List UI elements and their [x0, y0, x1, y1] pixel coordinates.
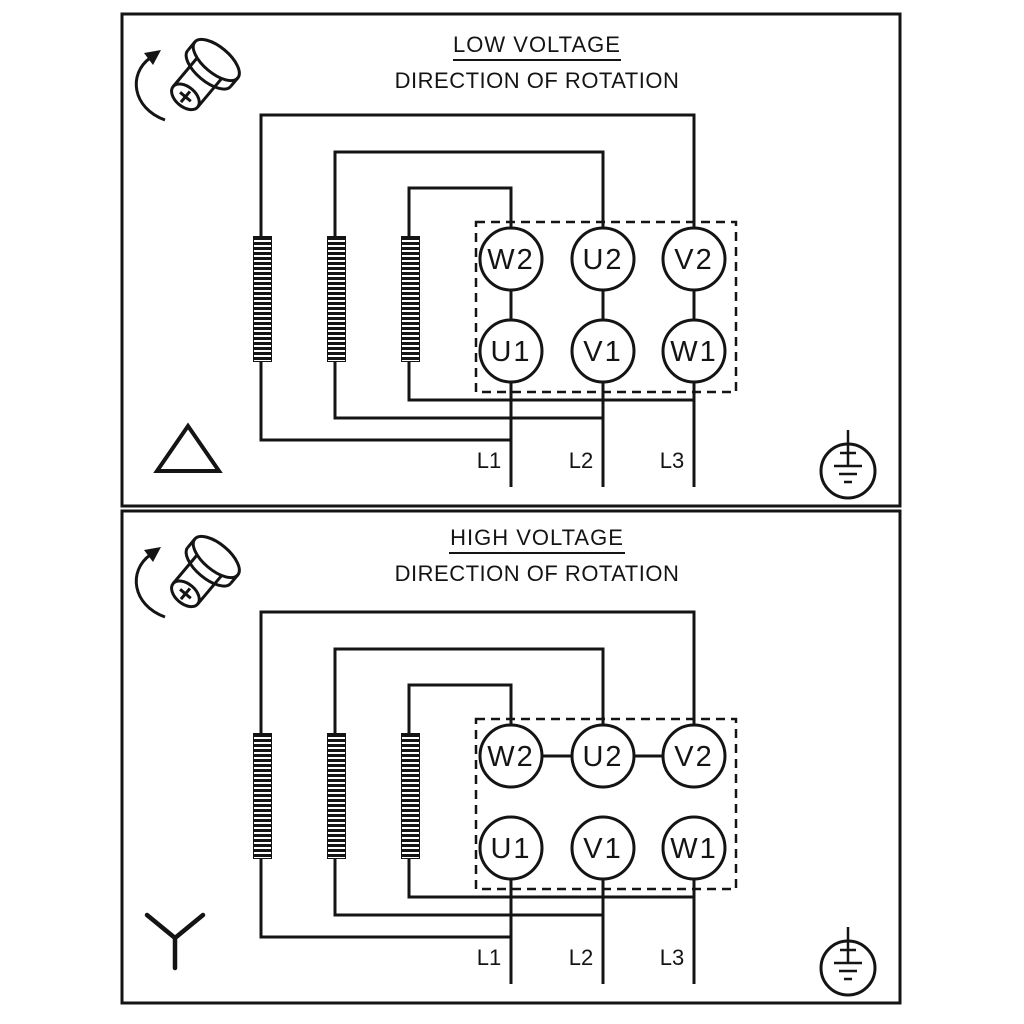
terminal-label: W1: [670, 833, 718, 865]
rotation-arrow: [134, 56, 166, 122]
terminal-label: U2: [582, 741, 623, 773]
ground-icon: [819, 430, 877, 500]
wire: [333, 647, 605, 917]
wires: [259, 113, 696, 487]
panel-subtitle: DIRECTION OF ROTATION: [395, 561, 680, 586]
terminal-block: [474, 717, 738, 891]
winding-coil-icon: [327, 236, 346, 362]
winding-coil-icon: [253, 733, 272, 859]
panel-border: [120, 12, 902, 508]
panel-subtitle: DIRECTION OF ROTATION: [395, 68, 680, 93]
wire: [407, 186, 694, 402]
terminal-u2: U2: [570, 226, 636, 292]
terminal-label: V1: [583, 336, 622, 368]
terminal-v1: V1: [570, 318, 636, 384]
wires: [259, 610, 696, 984]
terminal-u1: U1: [478, 815, 544, 881]
terminal-label: U2: [582, 244, 623, 276]
terminal-label: W1: [670, 336, 718, 368]
terminal-label: U1: [490, 833, 531, 865]
terminal-label: U1: [490, 336, 531, 368]
winding-coil-icon: [253, 236, 272, 362]
rotation-arrow: [134, 553, 166, 619]
terminal-w2: W2: [478, 226, 544, 292]
lead-label-l1: L1: [477, 448, 501, 473]
terminal-v2: V2: [661, 226, 727, 292]
lead-label-l1: L1: [477, 945, 501, 970]
terminal-w1: W1: [661, 318, 727, 384]
rotation-arrowhead: [144, 50, 161, 65]
wire: [407, 683, 694, 899]
terminal-u1: U1: [478, 318, 544, 384]
panel-title: HIGH VOLTAGE: [450, 525, 624, 550]
terminal-label: W2: [487, 244, 535, 276]
terminal-label: V2: [674, 741, 713, 773]
panel-high-voltage: HIGH VOLTAGE DIRECTION OF ROTATION: [120, 509, 902, 1005]
terminal-label: W2: [487, 741, 535, 773]
winding-coil-icon: [401, 733, 420, 859]
wire: [259, 113, 696, 442]
rotation-arrowhead: [144, 547, 161, 562]
terminal-v1: V1: [570, 815, 636, 881]
ground-icon: [819, 927, 877, 997]
terminal-v2: V2: [661, 723, 727, 789]
wire: [259, 610, 696, 939]
terminal-block: [474, 220, 738, 394]
panel-border: [120, 509, 902, 1005]
lead-label-l3: L3: [660, 945, 684, 970]
terminal-w1: W1: [661, 815, 727, 881]
terminal-label: V2: [674, 244, 713, 276]
wire: [333, 150, 605, 420]
panel-title: LOW VOLTAGE: [453, 32, 621, 57]
delta-icon: [153, 422, 223, 473]
lead-label-l2: L2: [569, 448, 593, 473]
terminal-label: V1: [583, 833, 622, 865]
winding-coil-icon: [401, 236, 420, 362]
terminal-w2: W2: [478, 723, 544, 789]
lead-label-l2: L2: [569, 945, 593, 970]
terminal-u2: U2: [570, 723, 636, 789]
shaft-rotation-icon: [134, 37, 241, 122]
winding-coil-icon: [327, 733, 346, 859]
wye-icon: [144, 912, 206, 971]
shaft-rotation-icon: [134, 534, 241, 619]
lead-label-l3: L3: [660, 448, 684, 473]
panel-low-voltage: LOW VOLTAGE DIRECTION OF ROTATION: [120, 12, 902, 508]
